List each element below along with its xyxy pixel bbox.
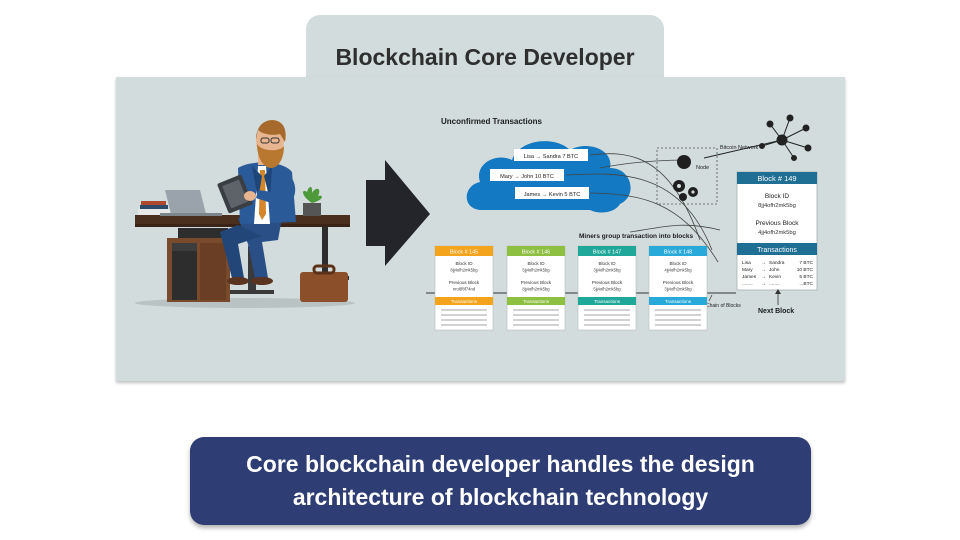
next-block-id-value: 8jj4ofh2mk5bg	[758, 203, 796, 209]
svg-text:→: →	[761, 275, 766, 280]
block-id-label: Block ID	[527, 261, 545, 266]
chain-pointer	[708, 294, 713, 302]
node-icon	[677, 155, 691, 169]
svg-text:Sandra: Sandra	[769, 260, 785, 266]
caption-text: Core blockchain developer handles the de…	[246, 451, 755, 510]
svg-text:→: →	[761, 261, 766, 266]
block-id-label: Block ID	[455, 261, 473, 266]
next-block-transaction-row: ........→...........BTC	[742, 281, 814, 287]
previous-block-value: nru8f8f74nd	[453, 287, 476, 292]
miners-line	[629, 224, 721, 233]
previous-block-label: Previous Block	[592, 280, 623, 285]
block-id-value: 4jj4ofh2mk5bg	[664, 268, 692, 273]
svg-text:7 BTC: 7 BTC	[799, 260, 813, 266]
svg-text:James: James	[742, 274, 757, 280]
transactions-label: Transactions	[594, 299, 621, 304]
next-block-transactions-label: Transactions	[757, 247, 797, 254]
next-block-transaction-row: Mary →John 10 BTC	[742, 267, 814, 273]
node-label: Node	[696, 165, 709, 171]
svg-text:5 BTC: 5 BTC	[799, 274, 813, 280]
next-block-id-label: Block ID	[765, 193, 790, 200]
svg-text:→: →	[761, 268, 766, 273]
svg-text:John: John	[769, 267, 780, 273]
svg-text:Kevin: Kevin	[769, 274, 781, 280]
svg-text:Lisa → Sandra 7 BTC: Lisa → Sandra 7 BTC	[524, 154, 578, 160]
miners-label: Miners group transaction into blocks	[579, 233, 694, 240]
svg-text:Mary: Mary	[742, 267, 753, 273]
block-id-label: Block ID	[598, 261, 616, 266]
next-block-previous-value: 4jj4ofh2mk5bg	[758, 230, 796, 236]
bitcoin-network-icon	[703, 114, 812, 161]
cloud-transaction-2: James → Kevin 5 BTC	[515, 187, 589, 199]
block-title: Block # 146	[522, 249, 550, 255]
next-block-transaction-row: James →Kevin 5 BTC	[742, 274, 814, 280]
block-title: Block # 148	[664, 249, 692, 255]
previous-block-label: Previous Block	[663, 280, 694, 285]
developer-illustration	[135, 120, 355, 308]
svg-text:→: →	[761, 282, 766, 287]
svg-text:10 BTC: 10 BTC	[797, 267, 814, 273]
next-block-arrowhead	[775, 289, 781, 294]
next-block-previous-label: Previous Block	[756, 220, 800, 227]
previous-block-label: Previous Block	[449, 280, 480, 285]
gear-icon	[673, 180, 698, 201]
block-id-label: Block ID	[669, 261, 687, 266]
svg-text:Lisa: Lisa	[742, 260, 751, 266]
next-block-transaction-row: Lisa →Sandra 7 BTC	[742, 260, 814, 266]
block-title: Block # 147	[593, 249, 621, 255]
next-block-label: Next Block	[758, 308, 794, 315]
block-title: Block # 145	[450, 249, 478, 255]
svg-text:...BTC: ...BTC	[799, 281, 813, 287]
previous-block-value: 5jj4ofh2mk5bg	[593, 287, 621, 292]
transactions-label: Transactions	[451, 299, 478, 304]
unconfirmed-transactions-label: Unconfirmed Transactions	[441, 117, 542, 126]
transactions-label: Transactions	[665, 299, 692, 304]
cloud-transaction-0: Lisa → Sandra 7 BTC	[514, 149, 588, 161]
svg-text:........: ........	[769, 282, 780, 287]
transaction-flow-lines	[565, 153, 719, 263]
caption-banner: Core blockchain developer handles the de…	[190, 437, 811, 525]
block-id-value: 8jj4ofh2mk5bg	[450, 268, 478, 273]
bitcoin-network-label: Bitcoin Network	[720, 145, 758, 151]
node-box	[656, 147, 718, 205]
block-id-value: 3jj4ofh2mk5bg	[593, 268, 621, 273]
next-block-title: Block # 149	[757, 174, 796, 183]
block-id-value: 5jj4ofh2mk5bg	[522, 268, 550, 273]
chain-of-blocks-label: Chain of Blocks	[706, 303, 741, 309]
svg-text:Mary → John 10 BTC: Mary → John 10 BTC	[500, 174, 554, 180]
transactions-label: Transactions	[523, 299, 550, 304]
svg-text:........: ........	[742, 282, 753, 287]
page-title: Blockchain Core Developer	[335, 44, 635, 70]
previous-block-value: 8jj4ofh2mk5bg	[522, 287, 550, 292]
previous-block-value: 3jj4ofh2mk5bg	[664, 287, 692, 292]
cloud-transaction-1: Mary → John 10 BTC	[490, 169, 564, 181]
previous-block-label: Previous Block	[521, 280, 552, 285]
svg-text:James → Kevin 5 BTC: James → Kevin 5 BTC	[524, 192, 581, 198]
arrow-right-icon	[366, 160, 430, 266]
